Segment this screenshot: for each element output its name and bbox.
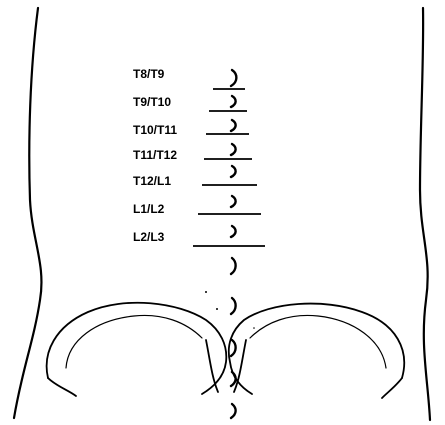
speck (216, 308, 218, 310)
spinous-process (231, 404, 236, 418)
level-label-t11-t12: T11/T12 (133, 148, 177, 162)
speck (253, 327, 255, 329)
pelvis-outline (47, 303, 405, 398)
level-label-t12-l1: T12/L1 (133, 174, 171, 188)
level-markers: T8/T9 T9/T10 T10/T11 T11/T12 T12/L1 L1/L… (133, 67, 265, 246)
speck (205, 291, 207, 293)
spinous-process (231, 298, 236, 314)
level-label-t10-t11: T10/T11 (133, 123, 177, 137)
spinous-process (231, 120, 236, 131)
spinous-process (231, 258, 236, 274)
spinous-process (231, 144, 236, 155)
spinous-processes (231, 70, 236, 418)
spinous-process (231, 340, 236, 356)
level-label-l1-l2: L1/L2 (133, 202, 165, 216)
spinous-process (231, 372, 236, 386)
spinous-process (231, 70, 236, 86)
spinous-process (231, 166, 236, 177)
torso-right-contour (420, 8, 430, 420)
level-label-t8-t9: T8/T9 (133, 67, 165, 81)
level-label-t9-t10: T9/T10 (133, 95, 171, 109)
torso-left-contour (14, 8, 41, 418)
level-label-l2-l3: L2/L3 (133, 230, 165, 244)
spinous-process (231, 96, 236, 107)
spinous-process (231, 196, 236, 207)
spinous-process (231, 226, 236, 237)
